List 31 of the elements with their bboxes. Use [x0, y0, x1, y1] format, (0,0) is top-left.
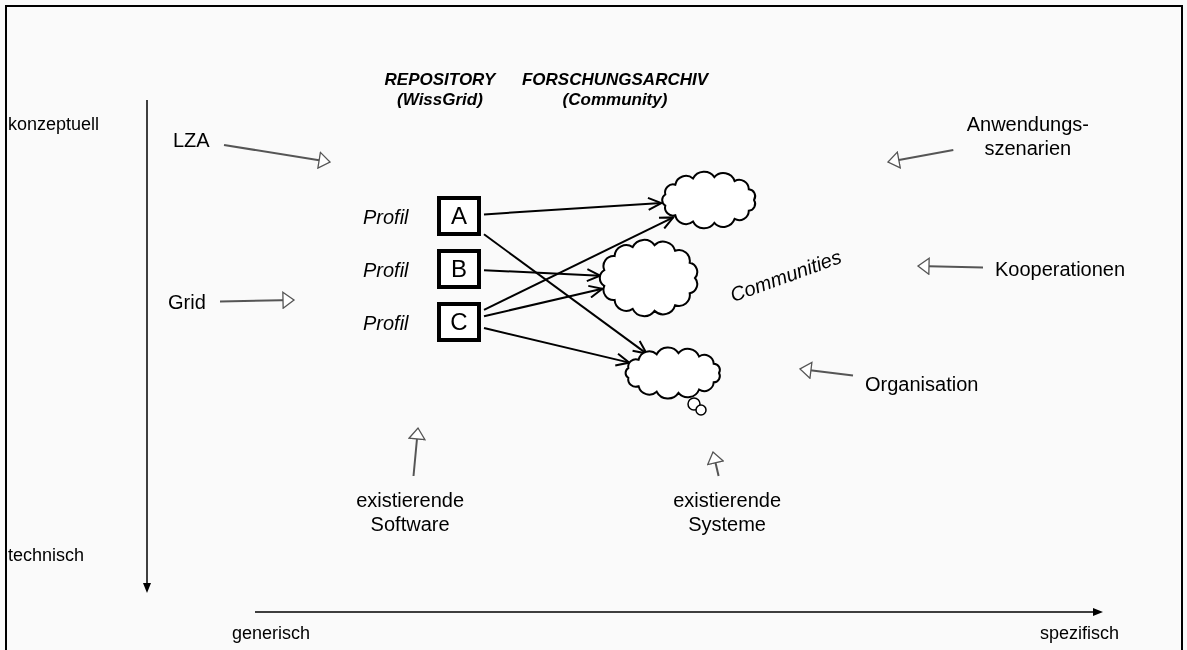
text-label: Organisation [865, 372, 981, 396]
hollow-arrow [917, 257, 984, 275]
axis-label: spezifisch [1040, 623, 1120, 645]
profile-label: Profil [363, 311, 409, 335]
arrow [483, 216, 675, 311]
text-label: LZA [173, 128, 212, 152]
profile-label: Profil [363, 258, 409, 282]
profile-box: C [437, 302, 481, 342]
axis-label: generisch [232, 623, 311, 645]
axis-label: konzeptuell [8, 114, 100, 136]
arrow [483, 196, 663, 216]
hollow-arrow [219, 291, 295, 309]
arrow [483, 233, 648, 355]
text-label: Kooperationen [995, 257, 1128, 281]
column-heading: REPOSITORY (WissGrid) [383, 70, 498, 111]
arrow [483, 327, 631, 367]
text-label: existierende Systeme [672, 488, 783, 536]
profile-label: Profil [363, 205, 409, 229]
text-label: existierende Software [355, 488, 466, 536]
hollow-arrow [707, 451, 724, 477]
text-label: Grid [168, 290, 208, 314]
column-heading: FORSCHUNGSARCHIV (Community) [520, 70, 710, 111]
hollow-arrow [408, 427, 426, 477]
profile-box: A [437, 196, 481, 236]
arrow [483, 284, 604, 318]
hollow-arrow [887, 148, 955, 169]
profile-box: B [437, 249, 481, 289]
axis-label: technisch [8, 545, 85, 567]
hollow-arrow [223, 144, 331, 169]
hollow-arrow [799, 361, 854, 379]
text-label: Anwendungs- szenarien [965, 112, 1091, 160]
